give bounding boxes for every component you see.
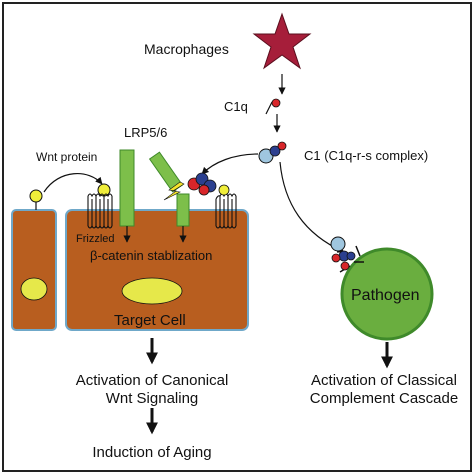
canonical-wnt-line2: Wnt Signaling (106, 390, 199, 407)
pathogen-cell (340, 247, 434, 341)
lrp-receptor-2 (148, 151, 190, 227)
macrophage-star-icon (252, 12, 312, 70)
classical-complement-line1: Activation of Classical (311, 372, 457, 389)
aging-label: Induction of Aging (92, 444, 211, 461)
diagram-canvas: Macrophages C1q C1 (C1q-r-s complex) Wnt… (2, 2, 472, 472)
lrp-receptor-1 (119, 149, 135, 227)
c1-bound-pathogen-icon (330, 236, 364, 273)
frizzled-receptor-icon (87, 193, 113, 229)
target-cell (65, 209, 249, 331)
classical-complement-line2: Complement Cascade (310, 390, 458, 407)
beta-catenin-label: β-catenin stablization (90, 248, 212, 263)
c1-complex-label: C1 (C1q-r-s complex) (304, 148, 428, 163)
neighbor-cell (11, 209, 57, 331)
canonical-wnt-line1: Activation of Canonical (76, 372, 229, 389)
target-cell-nucleus (121, 277, 183, 305)
c1-complex-icon (258, 141, 287, 164)
macrophages-label: Macrophages (144, 41, 229, 57)
c1-bound-lrp-icon (187, 172, 217, 196)
c1q-molecule-icon (265, 101, 273, 115)
target-cell-label: Target Cell (114, 312, 186, 329)
c1q-label: C1q (224, 99, 248, 114)
lrp-label: LRP5/6 (124, 125, 167, 140)
pathogen-label: Pathogen (351, 287, 420, 304)
frizzled-label: Frizzled (76, 233, 115, 245)
cleavage-lightning-icon (163, 181, 185, 201)
wnt-protein-label: Wnt protein (36, 150, 97, 164)
